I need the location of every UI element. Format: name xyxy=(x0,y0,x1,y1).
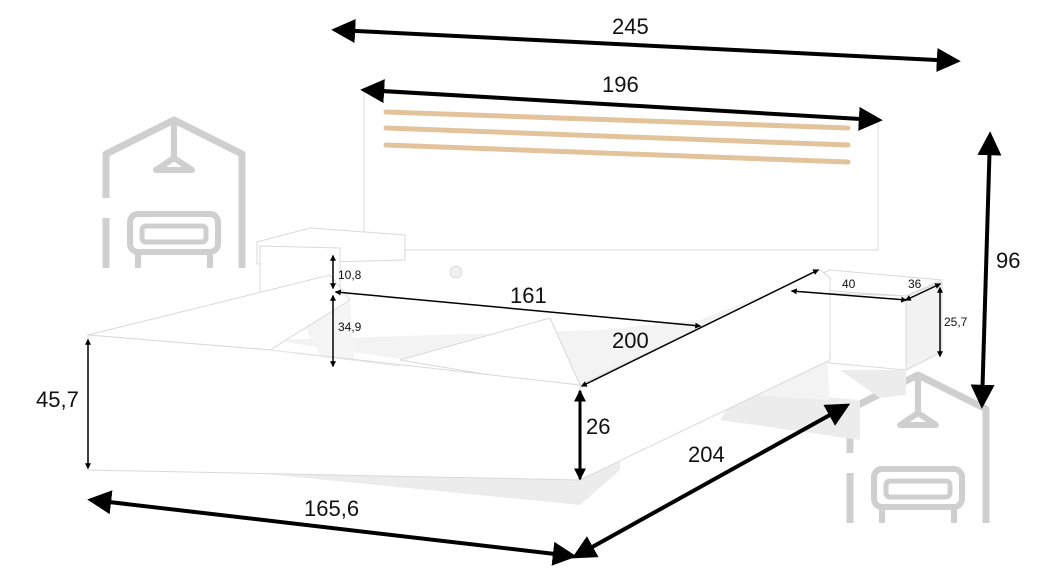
label-nightstand-top-height: 10,8 xyxy=(338,268,362,282)
arrow-front-width xyxy=(87,490,577,566)
wood-slat xyxy=(383,142,851,165)
dimension-labels: 245 196 96 10,8 34,9 161 200 26 40 36 25… xyxy=(36,14,1020,521)
label-nightstand-width: 40 xyxy=(842,277,856,291)
arrow-headboard-height xyxy=(970,131,1002,409)
label-nightstand-height: 25,7 xyxy=(944,315,968,329)
arrow-total-width xyxy=(331,18,961,73)
house-sofa-watermark-icon xyxy=(850,375,986,523)
label-headboard-height: 96 xyxy=(996,248,1020,273)
label-total-length: 204 xyxy=(688,442,725,467)
label-total-height: 45,7 xyxy=(36,387,79,412)
arrow-total-length xyxy=(571,403,851,559)
dimension-arrows xyxy=(85,18,1002,566)
label-frame-height: 26 xyxy=(586,414,610,439)
label-headboard-width: 196 xyxy=(602,72,639,97)
arrow-nightstand-width xyxy=(790,288,908,303)
bed-frame xyxy=(87,265,860,505)
label-inner-length: 200 xyxy=(612,328,649,353)
house-sofa-watermark-icon xyxy=(106,120,242,268)
label-inner-width: 161 xyxy=(510,283,547,308)
label-drawer-height: 34,9 xyxy=(338,320,362,334)
arrow-headboard-width xyxy=(360,79,883,131)
label-nightstand-depth: 36 xyxy=(908,277,922,291)
arrow-nightstand-depth xyxy=(904,283,942,301)
label-front-width: 165,6 xyxy=(304,496,359,521)
label-total-width: 245 xyxy=(612,14,649,39)
arrow-inner-length xyxy=(580,269,820,387)
